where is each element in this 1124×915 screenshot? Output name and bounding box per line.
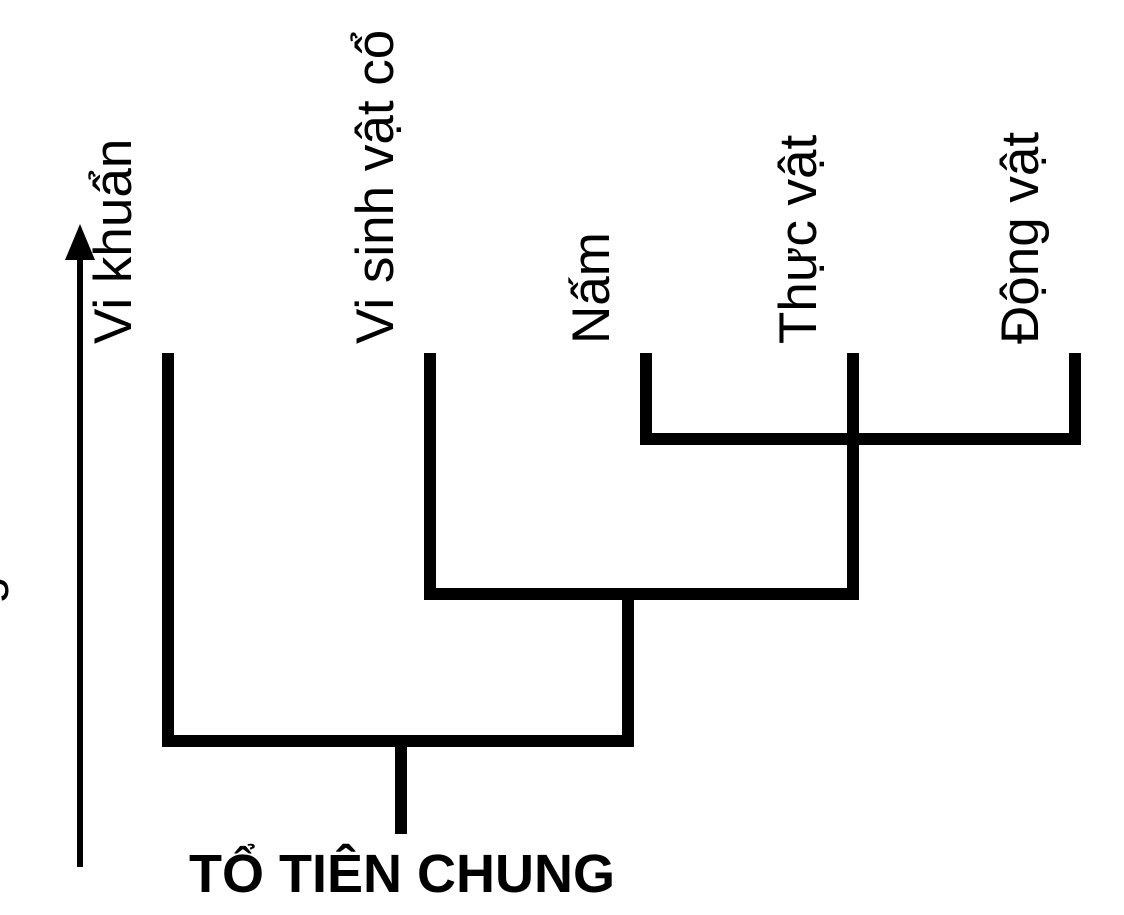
branch-nam	[640, 353, 652, 445]
branch-dong-vat	[1069, 353, 1081, 445]
node-bar-nam-thucvat-dongvat	[640, 433, 1081, 445]
branch-thuc-vat	[847, 353, 859, 600]
taxon-label-dong-vat: Động vật	[991, 131, 1050, 344]
taxon-label-vi-khuan: Vi khuẩn	[84, 138, 143, 344]
root-label: TỔ TIÊN CHUNG	[189, 844, 615, 904]
root-stem	[395, 735, 407, 834]
taxon-label-thuc-vat: Thực vật	[769, 134, 828, 344]
taxon-label-vi-sinh-vat-co: Vi sinh vật cổ	[346, 29, 405, 344]
branch-vi-khuan	[162, 353, 174, 747]
node-bar-vsvco-clade	[424, 588, 859, 600]
branch-vi-sinh-vat-co	[424, 353, 436, 600]
time-arrow-line	[77, 243, 83, 867]
time-axis-label: Thời gian	[0, 509, 9, 720]
internal-stem	[622, 588, 634, 747]
taxon-label-nam: Nấm	[562, 232, 621, 344]
